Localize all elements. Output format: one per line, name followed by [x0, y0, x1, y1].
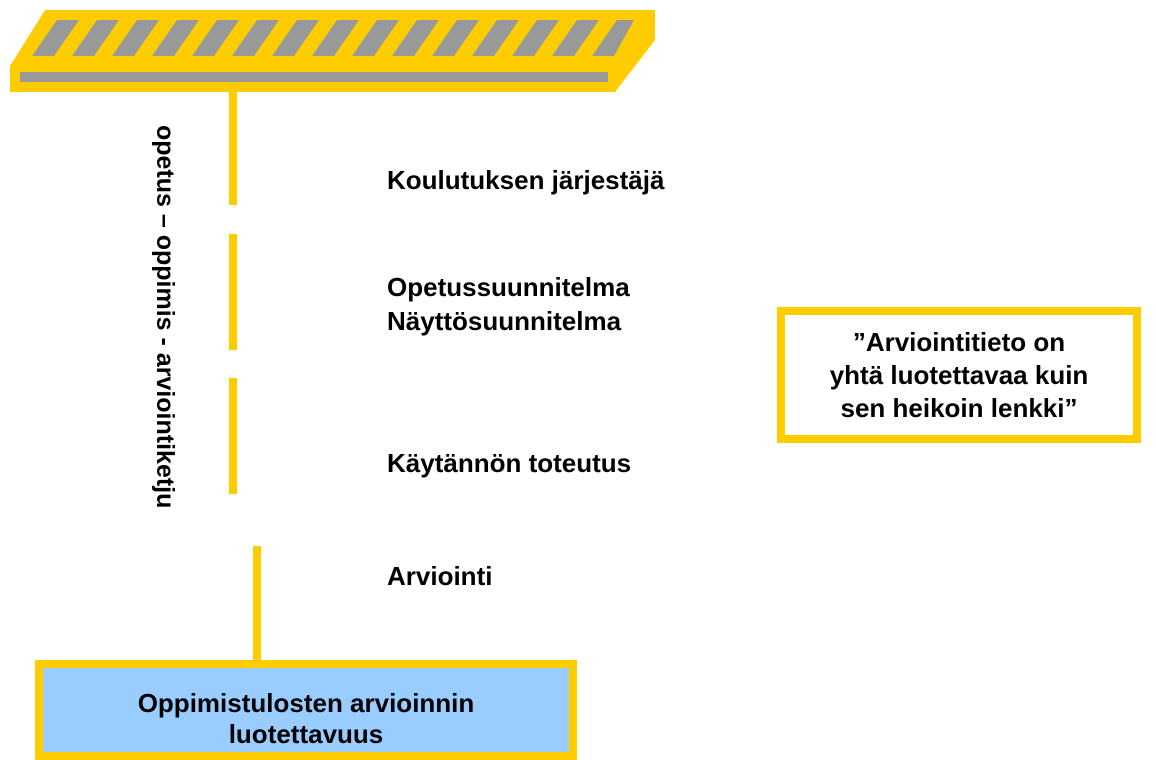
- chain-segment-1: [229, 92, 237, 205]
- result-text: Oppimistulosten arvioinnin luotettavuus: [137, 688, 475, 749]
- level-label-demonstration-plan: Näyttösuunnitelma: [387, 306, 622, 336]
- chain-segment-3: [229, 378, 237, 494]
- level-label-curriculum: Opetussuunnitelma: [387, 272, 630, 302]
- chain-segment-4: [253, 546, 261, 662]
- level-label-implementation: Käytännön toteutus: [387, 448, 632, 478]
- chain-segment-2: [229, 234, 237, 350]
- quote-box: ”Arviointitieto on yhtä luotettavaa kuin…: [777, 307, 1141, 443]
- result-box: Oppimistulosten arvioinnin luotettavuus: [35, 660, 577, 760]
- top-bar: [10, 10, 655, 92]
- top-bar-stripes: [32, 20, 634, 56]
- level-label-organizer: Koulutuksen järjestäjä: [387, 165, 665, 195]
- level-label-assessment: Arviointi: [387, 561, 493, 591]
- quote-text: ”Arviointitieto on yhtä luotettavaa kuin…: [829, 326, 1089, 423]
- top-bar-gray-strip: [20, 72, 608, 82]
- chain-vertical-label: opetus – oppimis - arviointiketju: [151, 125, 179, 509]
- top-bar-side-face: [615, 10, 655, 92]
